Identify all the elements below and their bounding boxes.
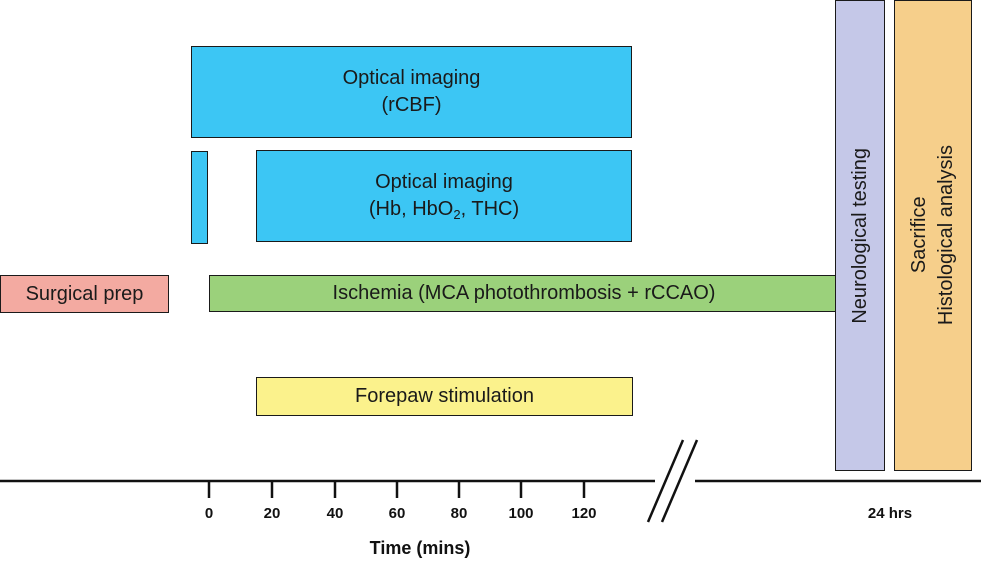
optical-hb-line2-b: , THC) bbox=[460, 197, 520, 220]
ischemia-box: Ischemia (MCA photothrombosis + rCCAO) bbox=[209, 275, 839, 312]
axis-break-marks bbox=[646, 438, 699, 524]
optical-imaging-baseline-box bbox=[191, 151, 208, 244]
axis-break-slash bbox=[646, 439, 685, 523]
sacrifice-box: Sacrifice Histological analysis bbox=[894, 0, 972, 471]
ischemia-label: Ischemia (MCA photothrombosis + rCCAO) bbox=[332, 282, 716, 304]
end-time-label: 24 hrs bbox=[867, 505, 913, 522]
axis-break-slash bbox=[660, 439, 699, 523]
optical-rcbf-line2: (rCBF) bbox=[381, 94, 442, 116]
optical-hb-line2: (Hb, HbO2, THC) bbox=[369, 196, 519, 224]
tick-label: 100 bbox=[508, 505, 534, 522]
sacrifice-line2: Histological analysis bbox=[935, 145, 957, 326]
tick-label: 80 bbox=[450, 505, 468, 522]
tick-label: 40 bbox=[326, 505, 344, 522]
optical-rcbf-line1: Optical imaging bbox=[342, 67, 481, 89]
neurological-testing-box: Neurological testing bbox=[835, 0, 885, 471]
forepaw-stimulation-box: Forepaw stimulation bbox=[256, 377, 633, 416]
axis-title: Time (mins) bbox=[369, 538, 471, 558]
optical-imaging-hb-box: Optical imaging (Hb, HbO2, THC) bbox=[256, 150, 632, 242]
optical-hb-line2-subscript: 2 bbox=[453, 206, 461, 222]
forepaw-stimulation-label: Forepaw stimulation bbox=[355, 385, 534, 407]
tick-label: 0 bbox=[204, 505, 214, 522]
axis-ticks bbox=[207, 481, 586, 498]
optical-hb-line2-a: (Hb, HbO bbox=[368, 197, 454, 220]
optical-imaging-rcbf-box: Optical imaging (rCBF) bbox=[191, 46, 632, 138]
tick-label: 60 bbox=[388, 505, 406, 522]
surgical-prep-label: Surgical prep bbox=[25, 282, 144, 305]
axis-break-gap bbox=[655, 438, 695, 524]
tick-label: 20 bbox=[263, 505, 281, 522]
optical-hb-line1: Optical imaging bbox=[375, 170, 513, 193]
neurological-testing-label: Neurological testing bbox=[848, 147, 871, 324]
sacrifice-text: Sacrifice Histological analysis bbox=[906, 145, 960, 325]
sacrifice-line1: Sacrifice bbox=[908, 197, 930, 274]
surgical-prep-box: Surgical prep bbox=[0, 275, 169, 313]
tick-label: 120 bbox=[571, 505, 597, 522]
